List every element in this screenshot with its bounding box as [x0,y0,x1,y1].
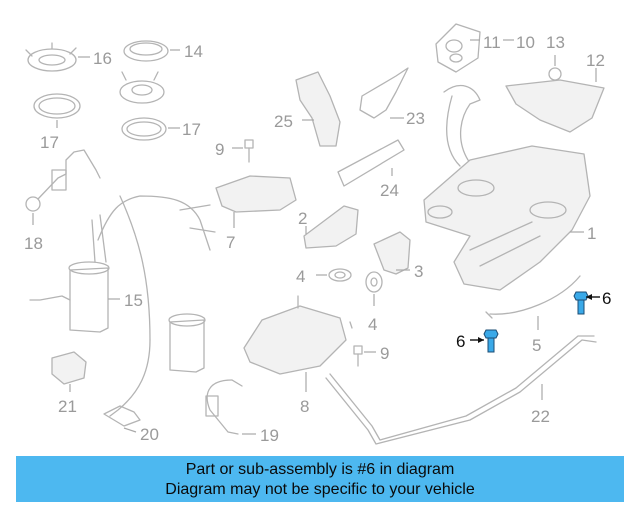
callout-17-right: 17 [182,120,201,139]
callout-24: 24 [380,181,399,200]
callout-14: 14 [184,42,203,61]
callout-18: 18 [24,234,43,253]
part-15-pump-module [29,195,216,341]
part-5-strap [489,275,581,315]
callout-5: 5 [532,336,541,355]
part-24-rail [337,139,405,187]
callout-13: 13 [546,33,565,52]
callout-20: 20 [140,425,159,444]
parts-diagram: 16 14 17 17 18 15 [24,23,611,445]
callout-3: 3 [414,262,423,281]
info-banner: Part or sub-assembly is #6 in diagram Di… [16,456,624,502]
part-1-fuel-tank [423,145,591,291]
part-22-fuel-lines [325,335,597,445]
part-13-nut [548,67,562,81]
callout-11: 11 [483,33,501,52]
part-2-bracket [303,205,359,249]
callout-9-lower: 9 [380,344,389,363]
part-filler-neck [443,84,481,171]
part-23-bracket [359,67,409,119]
part-11-filler-cap [435,23,481,73]
callout-10: 10 [516,33,535,52]
callout-2: 2 [298,209,307,228]
part-7-shield [215,175,297,213]
callout-6-left: 6 [456,332,465,351]
callout-1: 1 [587,224,596,243]
callout-25: 25 [274,112,293,131]
callout-17-left: 17 [40,133,59,152]
part-17-seal-left [33,93,81,119]
part-17-seal-right [121,117,167,141]
part-3-bracket [373,231,411,275]
part-21-connector [51,351,87,385]
part-pump-flange [119,71,165,104]
callout-15: 15 [124,291,143,310]
part-4-grommet-left [328,268,352,282]
part-16-lock-ring [25,42,77,72]
part-25-heat-shield [295,71,341,147]
callout-4-right: 4 [368,315,377,334]
callout-4-left: 4 [296,267,305,286]
callout-21: 21 [58,397,77,416]
callout-19: 19 [260,426,279,445]
part-8-skid-plate [243,305,347,375]
callout-6-right: 6 [602,289,611,308]
part-6-bolt-left [483,329,499,353]
callout-8: 8 [300,397,309,416]
info-line-1: Part or sub-assembly is #6 in diagram [185,461,455,478]
callout-16: 16 [93,49,112,68]
part-18-level-sender [25,149,101,212]
part-4-grommet-right [365,271,383,293]
callout-12: 12 [586,51,605,70]
callout-23: 23 [406,109,425,128]
part-19-harness [205,379,243,435]
part-12-shield [505,79,605,133]
part-6-bolt-right [573,291,589,315]
callout-9-upper: 9 [215,140,224,159]
callout-22: 22 [531,407,550,426]
info-line-2: Diagram may not be specific to your vehi… [165,481,475,498]
part-20-bracket [103,405,141,427]
part-9-bolt-lower [353,345,363,367]
part-pump-assembly-secondary [109,313,206,417]
part-14-retainer [123,40,169,62]
callout-7: 7 [226,233,235,252]
part-9-bolt-upper [244,139,254,163]
